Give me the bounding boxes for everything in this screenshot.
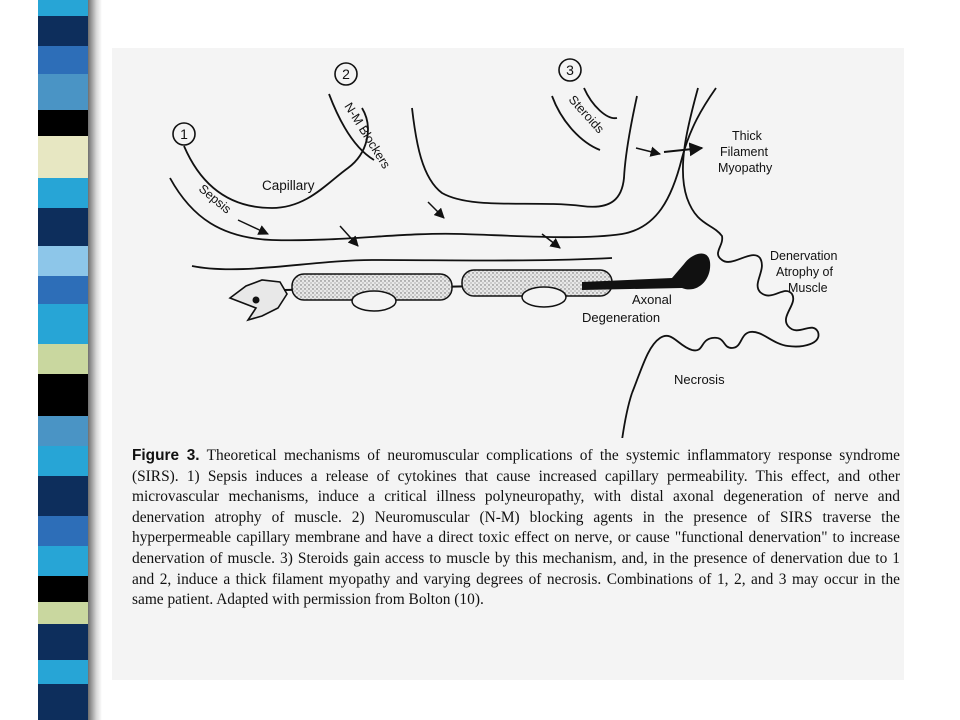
stripe-block [38,208,88,246]
svg-text:1: 1 [180,126,188,142]
svg-text:Myopathy: Myopathy [718,161,773,175]
marker-1: 1 [172,122,196,146]
svg-text:3: 3 [566,62,574,78]
stripe-block [38,374,88,416]
capillary-vessel [169,87,717,271]
svg-text:Axonal: Axonal [632,292,672,307]
stripe-block [38,110,88,136]
stripe-block [38,446,88,476]
thick-filament-myopathy-label: Thick Filament Myopathy [718,129,773,175]
stripe-shadow [88,0,102,720]
nerve-fiber [228,253,711,322]
stripe-block [38,516,88,546]
stripe-block [38,178,88,208]
svg-text:Thick: Thick [732,129,763,143]
stripe-block [38,246,88,276]
stripe-block [38,344,88,374]
caption-heading: Figure 3. [132,447,200,464]
sepsis-label: Sepsis [196,182,234,217]
stripe-block [38,602,88,624]
stripe-block [38,476,88,516]
figure-caption: Figure 3. Theoretical mechanisms of neur… [132,446,900,611]
svg-text:2: 2 [342,66,350,82]
svg-text:Atrophy of: Atrophy of [776,265,834,279]
neuromuscular-diagram: 1 2 3 Capillary Sepsis N-M Blockers Ster… [169,58,837,438]
stripe-block [38,304,88,344]
stripe-block [38,46,88,74]
pathway-arrows [237,142,704,249]
caption-text: Theoretical mechanisms of neuromuscular … [132,447,901,609]
marker-3: 3 [558,58,582,82]
svg-text:Degeneration: Degeneration [582,310,660,325]
capillary-label: Capillary [262,178,315,193]
svg-text:Filament: Filament [720,145,768,159]
degenerated-axon [582,253,711,290]
svg-text:Denervation: Denervation [770,249,837,263]
decorative-stripe-bar [0,0,110,720]
svg-text:Muscle: Muscle [788,281,828,295]
stripe-block [38,660,88,684]
stripe-block [38,416,88,446]
denervation-atrophy-label: Denervation Atrophy of Muscle [770,249,837,295]
stripe-block [38,276,88,304]
stripe-block [38,0,88,16]
stripe-block [38,546,88,576]
stripe-block [38,576,88,602]
nucleus [252,296,260,304]
axonal-degeneration-label: Axonal Degeneration [582,292,672,325]
stripe-block [38,684,88,720]
stripe-block [38,16,88,46]
stripe-block [38,624,88,660]
stripe-block [38,136,88,178]
figure-panel: 1 2 3 Capillary Sepsis N-M Blockers Ster… [112,48,904,680]
muscle-fiber-outline [631,87,820,394]
marker-2: 2 [334,62,358,86]
necrosis-label: Necrosis [674,372,725,387]
stripe-block [38,74,88,110]
